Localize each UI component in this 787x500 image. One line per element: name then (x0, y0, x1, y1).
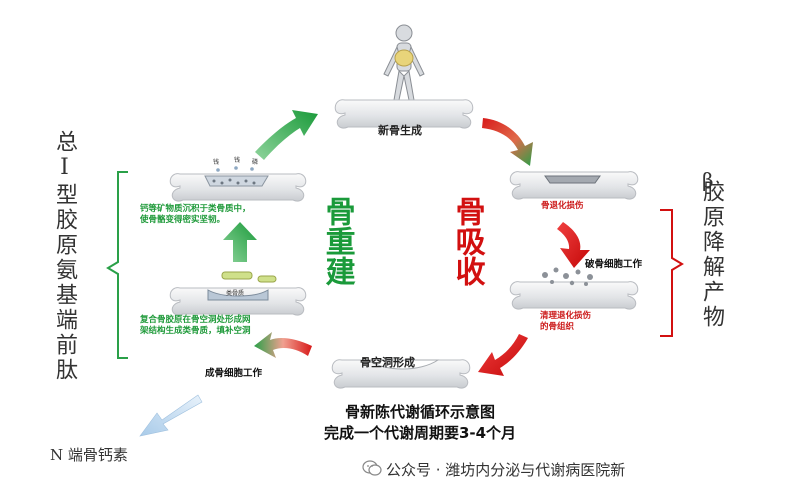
right-label-ctx: 胶原降解产物 (699, 180, 724, 330)
label-osteoblast: 成骨细胞工作 (205, 368, 263, 379)
arrow-osteoblast (254, 332, 312, 358)
bone-cavity (331, 359, 471, 389)
phase-resorption: 骨吸收 (449, 196, 485, 286)
caption-line-1: 骨新陈代谢循环示意图 (344, 403, 495, 421)
bone-mineral (169, 166, 307, 202)
label-cavity: 骨空洞形成 (360, 356, 415, 369)
arrow-to-degenerate (482, 118, 533, 166)
arrow-osteoclast (557, 222, 590, 268)
phase-remodeling: 骨重建 (319, 196, 355, 286)
arrow-to-n-osteocalcin (139, 394, 203, 437)
right-label-beta: β (702, 168, 714, 192)
wechat-icon (362, 460, 382, 476)
label-new-bone: 新骨生成 (378, 124, 422, 137)
label-osteoclast: 破骨细胞工作 (585, 259, 643, 270)
label-n-osteocalcin: N 端骨钙素 (50, 446, 128, 464)
caption: 骨新陈代谢循环示意图 完成一个代谢周期要3-4个月 (205, 402, 635, 444)
bone-osteoid (169, 271, 307, 316)
note-mineral: 钙等矿物质沉积于类骨质中， 使骨骼变得密实坚韧。 (140, 204, 251, 226)
note-degenerate: 骨退化损伤 (541, 201, 584, 211)
tag-top-2: 钱 (234, 157, 241, 164)
bone-degenerate (509, 171, 639, 200)
caption-line-2: 完成一个代谢周期要3-4个月 (323, 424, 517, 442)
arrow-to-cavity (478, 334, 528, 376)
tag-osteoid: 类骨质 (226, 290, 245, 297)
arrow-to-new-bone (255, 110, 318, 160)
arrow-to-mineral (223, 222, 257, 262)
note-collagen: 复合骨胶原在骨空洞处形成网 架结构生成类骨质，填补空洞 (140, 315, 251, 337)
skeleton-figure (383, 24, 425, 101)
bone-cleanup (509, 267, 639, 310)
left-bracket (106, 171, 128, 359)
tag-top-1: 钱 (213, 159, 220, 166)
right-bracket (660, 209, 684, 337)
bone-new (334, 99, 474, 129)
note-clean: 清理退化损伤 的骨组织 (540, 311, 592, 333)
left-label-p1np: 总Ⅰ型胶原氨基端前肽 (52, 130, 77, 383)
tag-top-3: 磷 (252, 159, 259, 166)
watermark-text: 公众号 · 潍坊内分泌与代谢病医院新 (386, 461, 626, 479)
